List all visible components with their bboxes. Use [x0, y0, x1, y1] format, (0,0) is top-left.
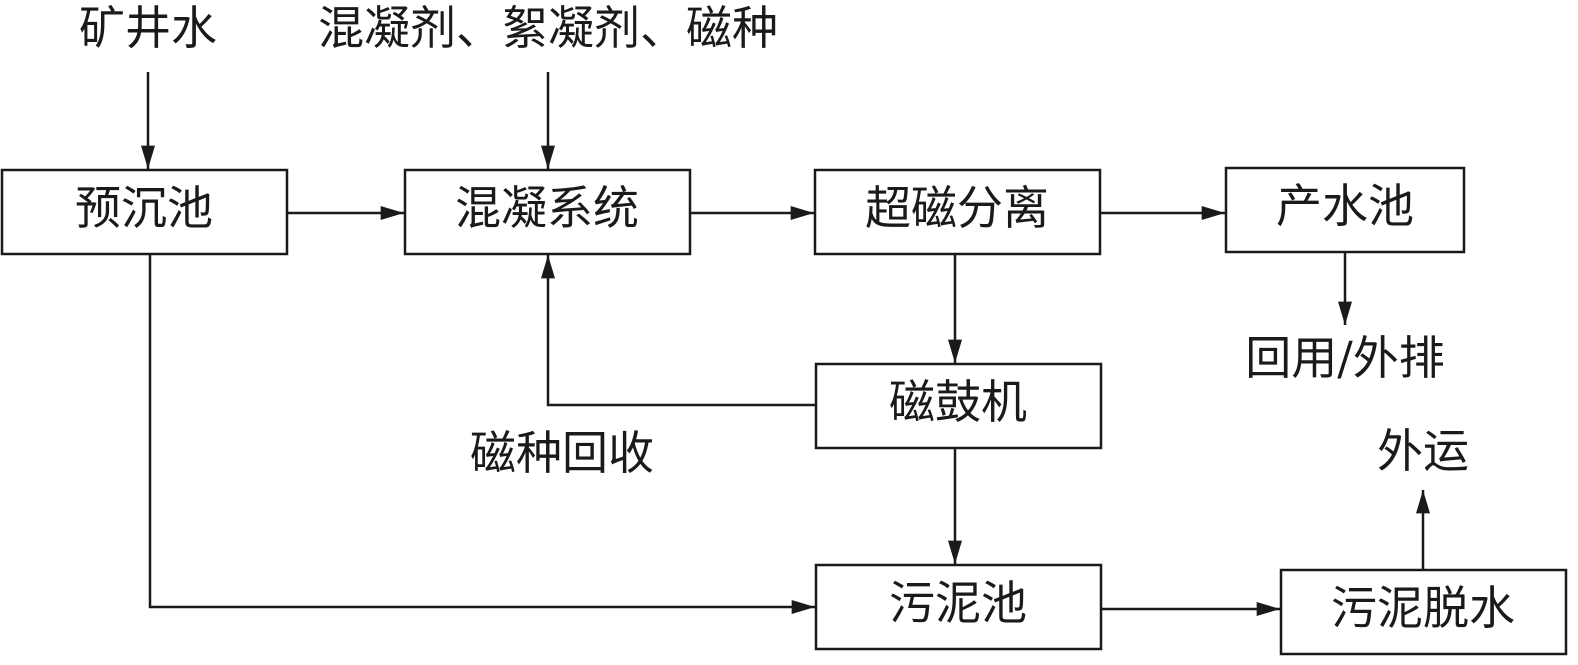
- reuse-label: 回用/外排: [1245, 331, 1445, 385]
- dewatering-label: 污泥脱水: [1331, 581, 1515, 635]
- product-tank-label: 产水池: [1276, 179, 1414, 233]
- drum-label: 磁鼓机: [889, 375, 1027, 429]
- presettling-label: 预沉池: [75, 181, 213, 235]
- coagulation-box: 混凝系统: [403, 168, 692, 256]
- coagulation-label: 混凝系统: [455, 181, 639, 235]
- product-tank-box: 产水池: [1224, 166, 1466, 254]
- drum-box: 磁鼓机: [814, 362, 1103, 450]
- separation-box: 超磁分离: [813, 168, 1102, 256]
- chemicals-label: 混凝剂、絮凝剂、磁种: [318, 1, 778, 55]
- arrow-drum-to-coagulation: [541, 255, 815, 407]
- mine-water-label: 矿井水: [79, 1, 217, 55]
- sludge-tank-label: 污泥池: [889, 576, 1027, 630]
- arrow-presettling-to-sludge-tank: [148, 255, 816, 614]
- magnet-recovery-label: 磁种回收: [470, 426, 654, 480]
- haul-out-label: 外运: [1377, 424, 1469, 478]
- sludge-tank-box: 污泥池: [814, 563, 1103, 651]
- presettling-box: 预沉池: [0, 168, 289, 256]
- separation-label: 超磁分离: [865, 181, 1049, 235]
- dewatering-box: 污泥脱水: [1279, 568, 1568, 656]
